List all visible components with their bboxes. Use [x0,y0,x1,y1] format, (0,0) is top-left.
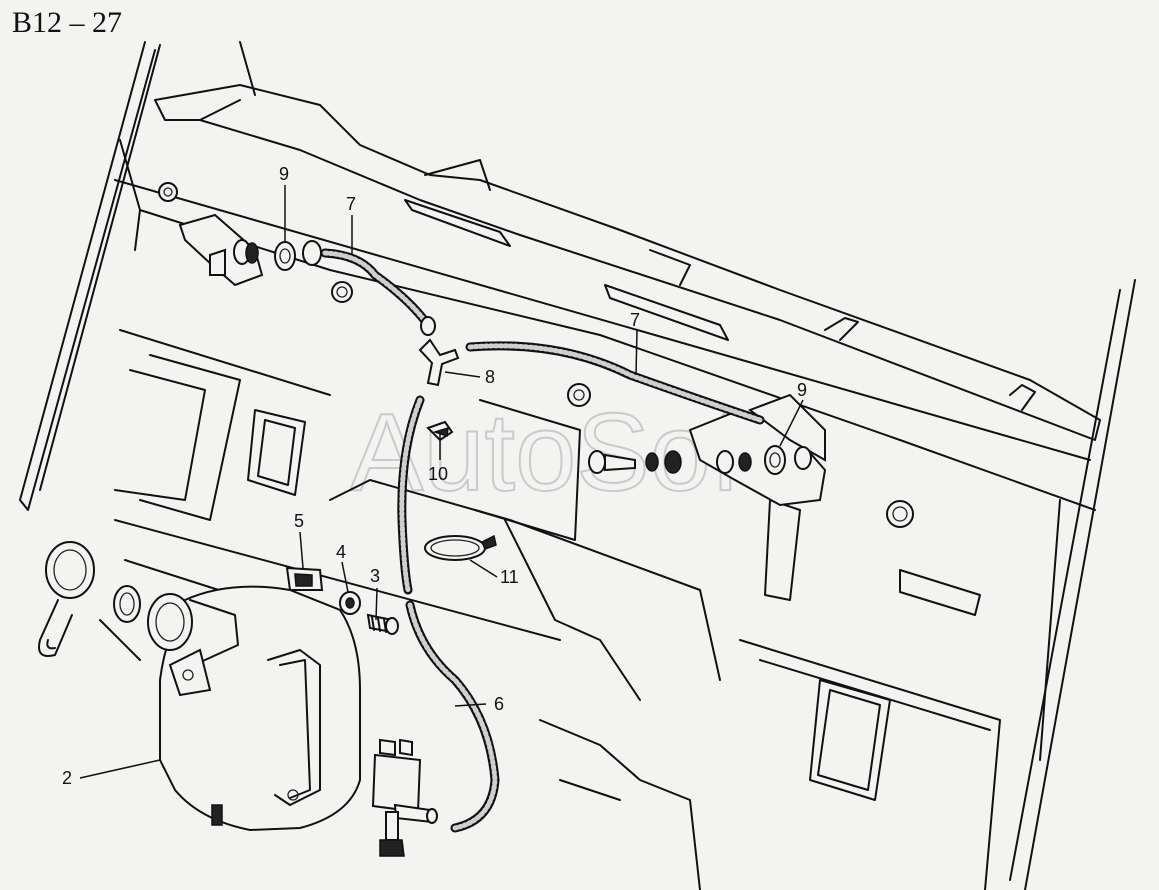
hose-clamp [424,534,497,561]
callout-7-left: 7 [346,194,356,255]
callout-2: 2 [62,759,161,788]
screw [366,613,399,635]
svg-text:8: 8 [485,367,495,387]
callout-9-left: 9 [279,164,289,243]
svg-text:10: 10 [428,464,448,484]
svg-text:3: 3 [370,566,380,586]
cab-body-outline [19,41,1136,890]
callout-8: 8 [444,367,495,387]
svg-text:2: 2 [62,768,72,788]
hose-clip [426,420,454,442]
hose-to-pump [397,395,500,833]
callout-3: 3 [370,566,380,621]
svg-text:7: 7 [630,310,640,330]
svg-text:5: 5 [294,511,304,531]
callout-11: 11 [469,559,519,587]
page-title: B12 – 27 [12,6,123,39]
svg-text:7: 7 [346,194,356,214]
y-connector [418,316,460,387]
reservoir-cap [38,541,95,657]
left-nozzle-assembly [178,213,322,287]
filler-gasket [113,585,141,623]
svg-text:9: 9 [797,380,807,400]
svg-text:9: 9 [279,164,289,184]
svg-text:11: 11 [500,567,519,587]
callout-10: 10 [428,432,448,484]
svg-text:4: 4 [336,542,346,562]
hose-upper [320,248,765,425]
svg-text:6: 6 [494,694,504,714]
washer-pump [371,738,438,857]
callout-4: 4 [336,542,349,593]
callout-9-right: 9 [779,380,807,447]
callout-7-right: 7 [630,310,640,376]
right-nozzle-assembly [588,393,827,507]
washer-reservoir [147,585,361,832]
callout-6: 6 [454,694,504,714]
callout-5: 5 [294,511,304,569]
washer-ring [339,591,361,615]
